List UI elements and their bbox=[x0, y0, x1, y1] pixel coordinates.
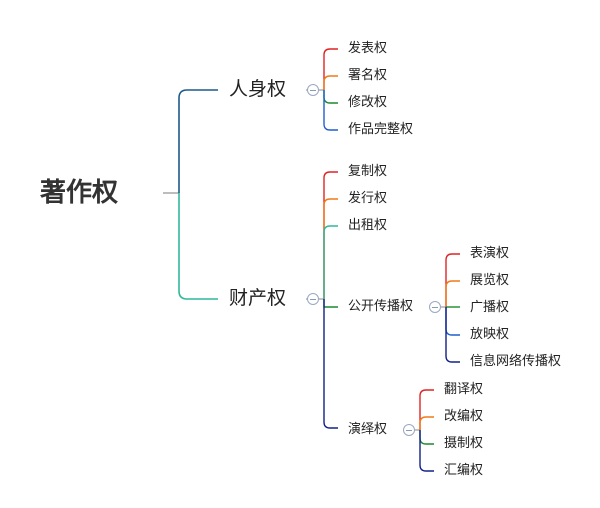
leaf-communication-3[interactable]: 广播权 bbox=[470, 300, 510, 315]
connector-communication-5 bbox=[445, 307, 460, 363]
node-derivative-rights[interactable]: 演绎权 bbox=[348, 422, 388, 437]
leaf-communication-5[interactable]: 信息网络传播权 bbox=[470, 354, 562, 369]
collapse-communication-button[interactable] bbox=[429, 301, 441, 313]
connector-property-3 bbox=[323, 225, 338, 299]
leaf-communication-1[interactable]: 表演权 bbox=[470, 246, 510, 261]
collapse-derivative-button[interactable] bbox=[403, 424, 415, 436]
connector-personal-2 bbox=[323, 75, 338, 90]
leaf-derivative-2[interactable]: 改编权 bbox=[444, 409, 484, 424]
collapse-personal-button[interactable] bbox=[307, 84, 319, 96]
connector-derivative-3 bbox=[419, 430, 434, 445]
collapse-property-button[interactable] bbox=[307, 293, 319, 305]
leaf-property-1[interactable]: 复制权 bbox=[348, 164, 388, 179]
connector-property-4 bbox=[323, 299, 338, 308]
leaf-personal-4[interactable]: 作品完整权 bbox=[348, 122, 414, 137]
connector-communication-4 bbox=[445, 307, 460, 336]
leaf-personal-2[interactable]: 署名权 bbox=[348, 68, 388, 83]
connector-personal-3 bbox=[323, 90, 338, 104]
connector-personal-1 bbox=[323, 48, 338, 90]
connector-derivative-4 bbox=[419, 430, 434, 472]
leaf-derivative-3[interactable]: 摄制权 bbox=[444, 436, 484, 451]
connector-personal-4 bbox=[323, 90, 338, 131]
connector-property-5 bbox=[323, 299, 338, 429]
connector-communication-1 bbox=[445, 253, 460, 307]
leaf-property-3[interactable]: 出租权 bbox=[348, 218, 388, 233]
connector-property-1 bbox=[323, 171, 338, 299]
leaf-derivative-4[interactable]: 汇编权 bbox=[444, 463, 484, 478]
leaf-derivative-1[interactable]: 翻译权 bbox=[444, 382, 484, 397]
leaf-communication-4[interactable]: 放映权 bbox=[470, 327, 510, 342]
connector-property-2 bbox=[323, 198, 338, 299]
node-personal-rights[interactable]: 人身权 bbox=[229, 78, 287, 100]
leaf-communication-2[interactable]: 展览权 bbox=[470, 273, 510, 288]
connector-root-personal bbox=[178, 89, 218, 193]
leaf-property-2[interactable]: 发行权 bbox=[348, 191, 388, 206]
connector-derivative-2 bbox=[419, 416, 434, 430]
node-communication-rights[interactable]: 公开传播权 bbox=[348, 299, 414, 314]
root-node[interactable]: 著作权 bbox=[40, 178, 119, 208]
node-property-rights[interactable]: 财产权 bbox=[229, 287, 287, 309]
leaf-personal-3[interactable]: 修改权 bbox=[348, 95, 388, 110]
leaf-personal-1[interactable]: 发表权 bbox=[348, 41, 388, 56]
connector-derivative-1 bbox=[419, 389, 434, 430]
connector-root-property bbox=[178, 193, 218, 300]
connector-communication-2 bbox=[445, 280, 460, 307]
